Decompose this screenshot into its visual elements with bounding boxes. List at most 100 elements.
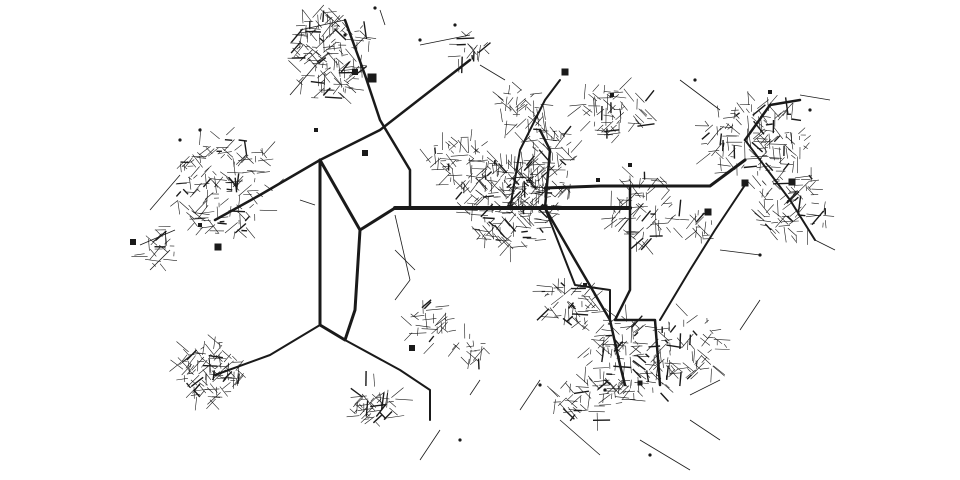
- hub-square-marker: [628, 163, 632, 167]
- cluster-segment: [634, 353, 645, 356]
- cluster-segment: [508, 178, 521, 191]
- cluster-segment: [630, 325, 632, 343]
- cluster-segment: [320, 83, 323, 94]
- cluster-segment: [619, 341, 629, 344]
- branch-line: [299, 199, 316, 206]
- cluster-segment: [719, 157, 722, 172]
- cluster-segment: [648, 345, 661, 348]
- cluster-segment: [559, 159, 567, 166]
- cluster-segment: [423, 342, 435, 355]
- cluster-segment: [474, 349, 481, 351]
- cluster-segment: [354, 409, 358, 413]
- cluster-segment: [340, 27, 346, 32]
- cluster-segment: [725, 157, 736, 171]
- cluster-segment: [264, 184, 273, 191]
- cluster-segment: [576, 373, 589, 385]
- cluster-segment: [620, 101, 628, 111]
- cluster-segment: [356, 401, 358, 414]
- cluster-segment: [768, 133, 771, 149]
- cluster-segment: [788, 148, 797, 156]
- cluster-segment: [524, 98, 532, 106]
- cluster-segment: [235, 360, 244, 371]
- cluster-segment: [557, 187, 568, 198]
- cluster-segment: [621, 105, 625, 110]
- cluster-segment: [387, 415, 405, 419]
- cluster-segment: [229, 206, 232, 217]
- cluster-segment: [794, 203, 807, 218]
- cluster-segment: [494, 102, 504, 105]
- cluster-segment: [756, 138, 767, 152]
- cluster-segment: [342, 22, 353, 35]
- cluster-segment: [531, 172, 533, 188]
- branch-line: [739, 299, 761, 331]
- branch-line: [719, 249, 761, 256]
- cluster-segment: [220, 153, 226, 159]
- cluster-segment: [780, 163, 794, 165]
- cluster-segment: [630, 237, 644, 250]
- cluster-segment: [324, 96, 343, 99]
- cluster-segment: [556, 154, 559, 168]
- cluster-segment: [446, 163, 454, 170]
- cluster-segment: [183, 348, 190, 356]
- hub-square-marker: [367, 73, 377, 83]
- cluster-segment: [714, 171, 732, 174]
- cluster-segment: [503, 92, 511, 95]
- cluster-segment: [217, 376, 233, 379]
- cluster-segment: [237, 229, 247, 238]
- cluster-segment: [538, 203, 544, 209]
- cluster-segment: [770, 166, 781, 168]
- cluster-segment: [320, 13, 322, 20]
- cluster-segment: [338, 61, 350, 71]
- cluster-segment: [534, 107, 540, 109]
- cluster-segment: [753, 129, 767, 141]
- cluster-segment: [270, 178, 284, 191]
- branch-line: [299, 19, 346, 31]
- cluster-segment: [542, 211, 560, 215]
- cluster-segment: [629, 356, 632, 374]
- cluster-segment: [638, 238, 649, 251]
- cluster-segment: [632, 359, 646, 371]
- cluster-segment: [647, 178, 658, 191]
- cluster-segment: [633, 115, 644, 128]
- cluster-segment: [694, 354, 703, 365]
- cluster-segment: [598, 344, 613, 356]
- cluster-segment: [494, 200, 504, 210]
- cluster-segment: [771, 179, 776, 183]
- cluster-segment: [359, 25, 364, 29]
- cluster-segment: [756, 138, 768, 140]
- cluster-segment: [492, 91, 504, 101]
- cluster-segment: [500, 108, 503, 123]
- cluster-segment: [689, 343, 696, 350]
- cluster-segment: [558, 130, 565, 138]
- cluster-segment: [200, 357, 215, 370]
- cluster-segment: [186, 382, 191, 388]
- cluster-segment: [635, 203, 647, 213]
- branch-line: [799, 94, 831, 101]
- cluster-segment: [781, 220, 799, 223]
- cluster-segment: [356, 404, 369, 407]
- cluster-segment: [360, 413, 372, 423]
- cluster-segment: [355, 36, 371, 40]
- cluster-segment: [619, 77, 632, 90]
- cluster-segment: [778, 110, 785, 116]
- cluster-segment: [471, 168, 485, 170]
- cluster-segment: [247, 190, 258, 205]
- cluster-segment: [234, 222, 247, 234]
- cluster-segment: [747, 115, 750, 133]
- cluster-segment: [571, 304, 577, 310]
- cluster-segment: [601, 217, 616, 220]
- cluster-segment: [773, 182, 791, 185]
- cluster-segment: [610, 349, 613, 358]
- cluster-segment: [540, 316, 559, 318]
- cluster-segment: [785, 136, 796, 145]
- cluster-segment: [205, 173, 207, 190]
- cluster-segment: [343, 66, 354, 68]
- cluster-segment: [805, 185, 807, 191]
- cluster-segment: [569, 383, 571, 393]
- cluster-segment: [259, 209, 278, 211]
- cluster-segment: [308, 31, 318, 42]
- cluster-segment: [807, 186, 812, 190]
- cluster-segment: [666, 365, 669, 380]
- cluster-segment: [219, 342, 221, 349]
- cluster-segment: [309, 25, 319, 36]
